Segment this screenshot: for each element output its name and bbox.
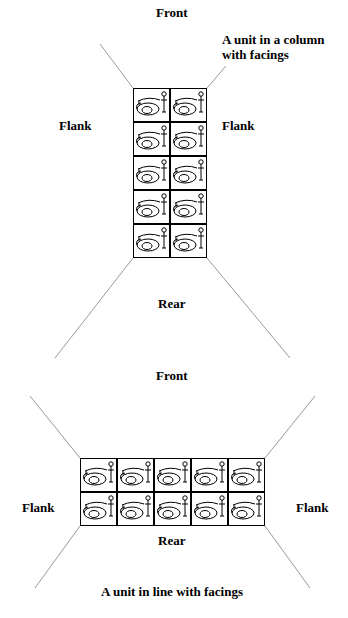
line-unit	[81, 459, 265, 526]
direction-label: Flank	[296, 500, 329, 515]
direction-label: Rear	[158, 296, 185, 311]
facing-lines	[55, 44, 290, 358]
direction-label: Flank	[222, 118, 255, 133]
caption-text: A unit in a column with facings	[222, 32, 344, 62]
direction-label: Flank	[22, 500, 55, 515]
direction-label: Front	[156, 5, 188, 20]
direction-label: Flank	[59, 118, 92, 133]
caption-text: A unit in line with facings	[101, 584, 243, 599]
direction-label: Front	[156, 368, 188, 383]
direction-label: Rear	[158, 533, 185, 548]
column-unit	[134, 89, 207, 258]
facing-lines	[30, 396, 315, 588]
